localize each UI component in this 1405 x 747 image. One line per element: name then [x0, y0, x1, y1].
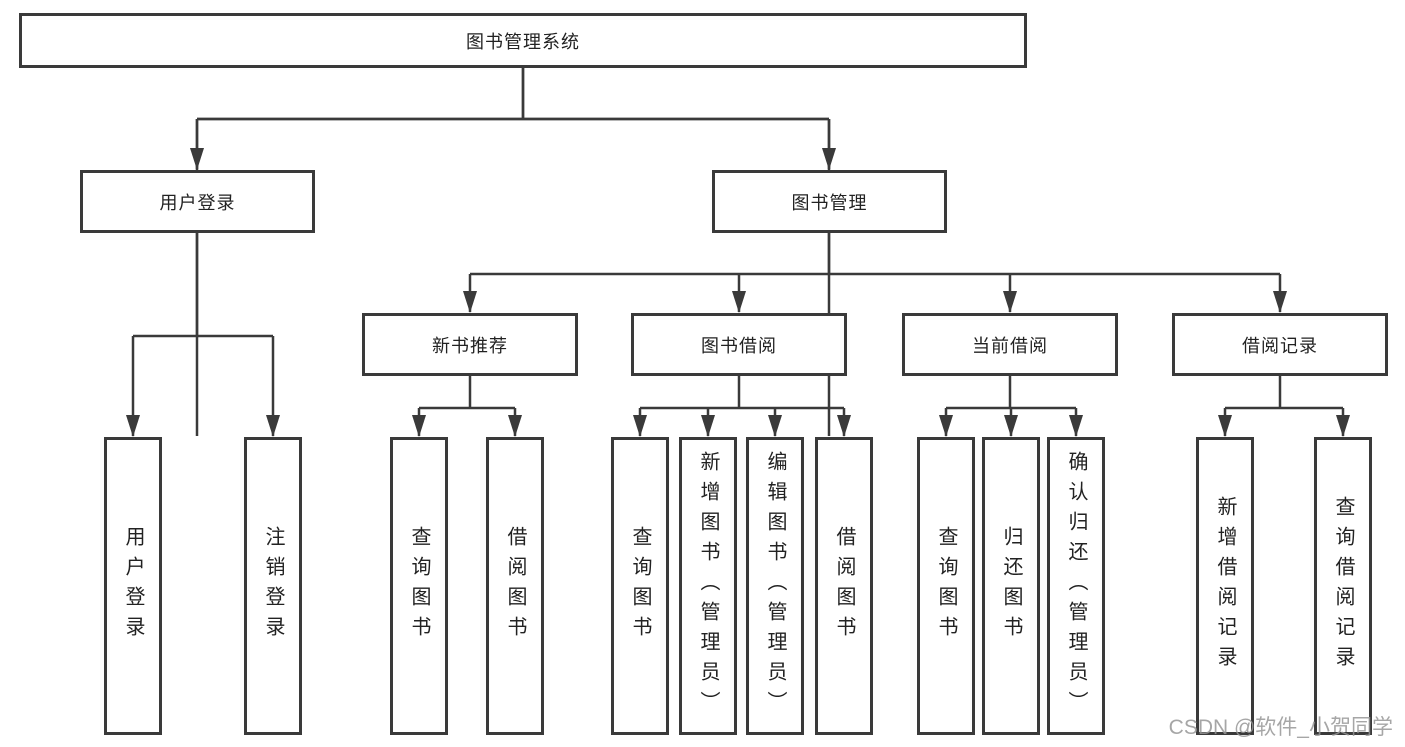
csdn-watermark: CSDN @软件_小贺同学 [1168, 716, 1393, 739]
leaf-add-books-admin-label: 新增图书（管理员） [697, 451, 719, 721]
node-library-management-system: 图书管理系统 [19, 13, 1027, 68]
node-new-book-recommendation: 新书推荐 [362, 313, 578, 376]
node-book-borrowing: 图书借阅 [631, 313, 847, 376]
leaf-borrow-books-recommend-label: 借阅图书 [504, 526, 526, 646]
leaf-user-login-label: 用户登录 [122, 526, 144, 646]
leaf-user-login: 用户登录 [104, 437, 162, 735]
leaf-query-books-borrowing-label: 查询图书 [629, 526, 651, 646]
leaf-query-books-recommend-label: 查询图书 [408, 526, 430, 646]
leaf-add-books-admin: 新增图书（管理员） [679, 437, 737, 735]
leaf-query-borrow-record-label: 查询借阅记录 [1332, 496, 1354, 676]
node-current-borrowing: 当前借阅 [902, 313, 1118, 376]
node-borrowing-records: 借阅记录 [1172, 313, 1388, 376]
leaf-borrow-books: 借阅图书 [815, 437, 873, 735]
leaf-confirm-return-admin-label: 确认归还（管理员） [1065, 451, 1087, 721]
leaf-confirm-return-admin: 确认归还（管理员） [1047, 437, 1105, 735]
leaf-borrow-books-recommend: 借阅图书 [486, 437, 544, 735]
leaf-logout-label: 注销登录 [262, 526, 284, 646]
leaf-add-borrow-record: 新增借阅记录 [1196, 437, 1254, 735]
node-user-login: 用户登录 [80, 170, 315, 233]
leaf-add-borrow-record-label: 新增借阅记录 [1214, 496, 1236, 676]
leaf-return-books-label: 归还图书 [1000, 526, 1022, 646]
leaf-logout: 注销登录 [244, 437, 302, 735]
leaf-query-borrow-record: 查询借阅记录 [1314, 437, 1372, 735]
leaf-edit-books-admin-label: 编辑图书（管理员） [764, 451, 786, 721]
leaf-borrow-books-label: 借阅图书 [833, 526, 855, 646]
leaf-return-books: 归还图书 [982, 437, 1040, 735]
leaf-query-books-current-label: 查询图书 [935, 526, 957, 646]
node-book-management: 图书管理 [712, 170, 947, 233]
leaf-query-books-current: 查询图书 [917, 437, 975, 735]
leaf-query-books-borrowing: 查询图书 [611, 437, 669, 735]
leaf-query-books-recommend: 查询图书 [390, 437, 448, 735]
leaf-edit-books-admin: 编辑图书（管理员） [746, 437, 804, 735]
